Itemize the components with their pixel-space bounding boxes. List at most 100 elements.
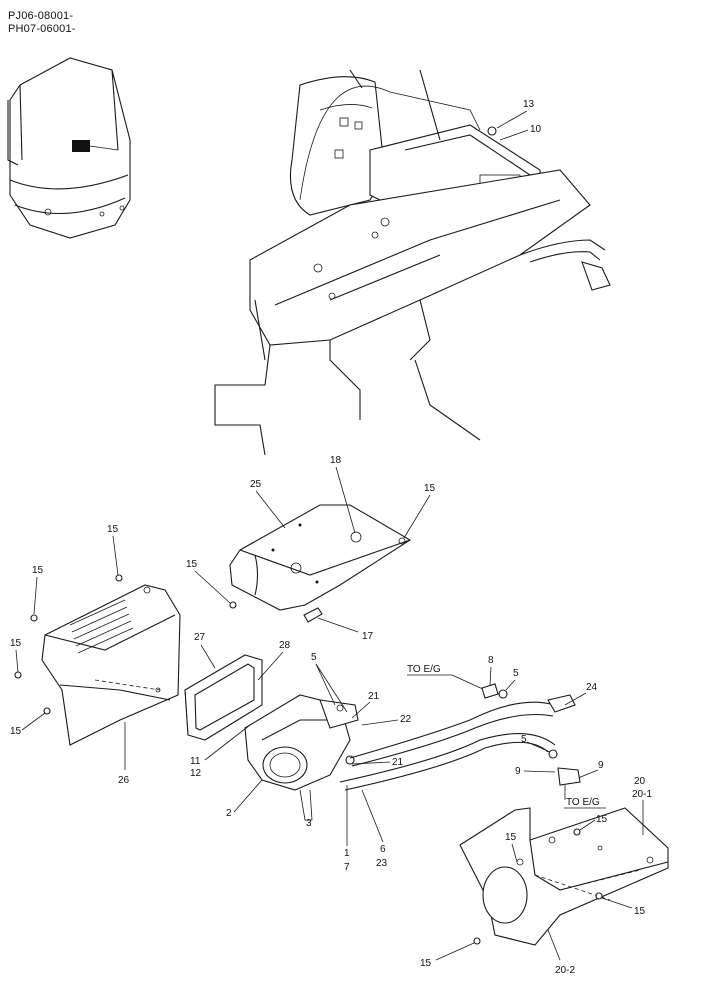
- callout-label: 15: [505, 832, 517, 843]
- screw-icon: [595, 892, 603, 900]
- seat-frame-assembly: [214, 69, 611, 456]
- callout-21-upper: 21: [351, 691, 380, 719]
- callout-15-cover26-upper-left: 15: [30, 565, 44, 622]
- callout-label: 21: [368, 691, 380, 702]
- to-engine-label: TO E/G: [566, 797, 600, 808]
- cab-location-inset: [7, 57, 131, 239]
- hose-clamp-icon: [548, 749, 558, 759]
- to-engine-label: TO E/G: [407, 664, 441, 675]
- callout-label: 20: [634, 776, 646, 787]
- callout-label: 10: [530, 124, 542, 135]
- callout-15-top-right: 15: [403, 483, 436, 539]
- hose-clamp-icon: [498, 689, 508, 699]
- callout-label: 9: [515, 766, 521, 777]
- callout-label: 27: [194, 632, 206, 643]
- heater-location-marker: [72, 140, 90, 152]
- callout-15-bracket-bottom: 15: [420, 937, 481, 969]
- callout-label: 13: [523, 99, 535, 110]
- screw-icon: [115, 574, 123, 582]
- callout-label: 20-2: [555, 965, 575, 976]
- screw-icon: [573, 828, 581, 836]
- callout-15-cover26-mid-left: 15: [10, 638, 22, 679]
- serial-number-line-1: PJ06-08001-: [8, 10, 74, 22]
- callout-label: 15: [424, 483, 436, 494]
- grommet-icon: [303, 607, 323, 623]
- callout-label: 2: [226, 808, 232, 819]
- callout-6-23: 6 23: [361, 789, 388, 869]
- callout-label: 15: [10, 726, 22, 737]
- callout-28: 28: [257, 640, 291, 681]
- callout-label: 15: [10, 638, 22, 649]
- blower-outlet: [262, 746, 308, 784]
- callout-label: 26: [118, 775, 130, 786]
- screw-icon: [229, 601, 237, 609]
- callout-15-cover26-lower-left: 15: [10, 707, 51, 737]
- callout-label: 23: [376, 858, 388, 869]
- callout-8: 8: [481, 655, 499, 699]
- nipple-fitting-icon: [481, 683, 499, 699]
- callout-label: 7: [344, 862, 350, 873]
- callout-label: 8: [488, 655, 494, 666]
- callout-18: 18: [330, 455, 356, 534]
- callout-label: 11: [190, 756, 201, 767]
- callout-2: 2: [226, 779, 263, 819]
- callout-label: 15: [634, 906, 646, 917]
- callout-9-right: 9: [577, 760, 604, 779]
- callout-15-cover-left: 15: [186, 559, 237, 609]
- callout-label: 9: [598, 760, 604, 771]
- callout-15-bracket-top-left: 15: [505, 832, 518, 863]
- filter-assembly: [184, 654, 263, 741]
- callout-26: 26: [118, 722, 130, 786]
- callout-22: 22: [361, 714, 412, 726]
- callout-label: 21: [392, 757, 404, 768]
- heater-cover: [229, 504, 412, 611]
- callout-5-heater: 5: [311, 652, 348, 713]
- callout-label: 1: [344, 848, 350, 859]
- screw-icon: [473, 937, 481, 945]
- callout-15-bracket-top-right: 15: [573, 814, 608, 836]
- callout-20-20-1: 20 20-1: [632, 776, 652, 835]
- callout-label: 28: [279, 640, 291, 651]
- heater-bracket: [459, 807, 669, 946]
- callout-label: 22: [400, 714, 412, 725]
- callout-10: 10: [499, 124, 542, 141]
- bolt-icon: [487, 126, 497, 136]
- callout-15-cover26-top: 15: [107, 524, 123, 582]
- callout-label: 17: [362, 631, 374, 642]
- callout-24: 24: [564, 682, 598, 706]
- serial-number-line-2: PH07-06001-: [8, 23, 76, 35]
- callout-27: 27: [194, 632, 216, 669]
- screw-icon: [14, 671, 22, 679]
- callout-9-left: 9: [515, 766, 556, 777]
- callout-label: 18: [330, 455, 342, 466]
- callout-label: 5: [521, 734, 527, 745]
- callout-label: 12: [190, 768, 202, 779]
- to-engine-note-upper: TO E/G: [407, 664, 486, 691]
- callout-15-bracket-right: 15: [595, 892, 646, 917]
- bracket-duct-hole: [482, 866, 528, 924]
- callout-label: 15: [107, 524, 119, 535]
- valve-fitting: [557, 767, 581, 800]
- callout-3: 3: [306, 818, 312, 829]
- callout-20-2: 20-2: [547, 929, 575, 976]
- heater-unit: [244, 694, 359, 821]
- callout-1-7: 1 7: [344, 785, 350, 873]
- callout-17: 17: [303, 607, 374, 642]
- callout-label: 15: [32, 565, 44, 576]
- callout-5-upper-right: 5: [498, 668, 519, 699]
- callout-label: 15: [186, 559, 198, 570]
- callout-label: 6: [380, 844, 386, 855]
- callout-21-lower: 21: [351, 757, 404, 768]
- callout-5-lower-right: 5: [521, 734, 558, 759]
- callout-label: 15: [596, 814, 608, 825]
- callout-label: 5: [513, 668, 519, 679]
- valve-icon: [557, 767, 581, 786]
- callout-25: 25: [250, 479, 286, 529]
- callout-11-12: 11 12: [190, 724, 251, 779]
- heater-hoses: [339, 694, 576, 791]
- screw-icon: [43, 707, 51, 715]
- vent-slots: [69, 599, 134, 654]
- callout-label: 25: [250, 479, 262, 490]
- callout-label: 3: [306, 818, 312, 829]
